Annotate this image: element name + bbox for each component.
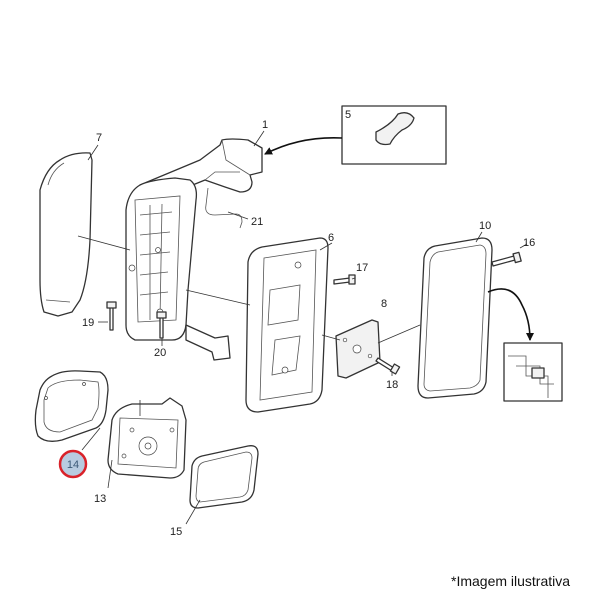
part-10-mirror-glass (417, 237, 493, 399)
lower-arm (185, 324, 231, 361)
part-15-small-mirror-glass (189, 445, 259, 509)
screw-20 (156, 311, 167, 339)
callout-15: 15 (170, 526, 182, 538)
callout-1: 1 (262, 119, 268, 131)
detail-box-5 (341, 105, 447, 165)
part-6-backing-plate (245, 237, 329, 413)
highlight-ring (58, 449, 88, 479)
screw-18 (375, 357, 401, 375)
detail-box-connector (503, 342, 563, 402)
callout-8: 8 (381, 298, 387, 310)
callout-6: 6 (328, 232, 334, 244)
part-8-motor-plate (335, 319, 381, 379)
callout-13: 13 (94, 493, 106, 505)
leader-lines (77, 130, 528, 525)
arrow-detail-5-to-arm (264, 137, 343, 155)
part-21-cable (205, 187, 243, 229)
screw-17 (333, 274, 356, 285)
callout-19: 19 (82, 317, 94, 329)
callout-16: 16 (523, 237, 535, 249)
callout-18: 18 (386, 379, 398, 391)
arrow-connector-detail (487, 288, 534, 341)
callout-17: 17 (356, 262, 368, 274)
callout-10: 10 (479, 220, 491, 232)
callout-21: 21 (251, 216, 263, 228)
callout-7: 7 (96, 132, 102, 144)
part-7-housing-cover (39, 152, 93, 317)
screw-19 (106, 301, 117, 331)
illustrative-image-caption: *Imagem ilustrativa (451, 573, 571, 589)
callout-14: 14 (67, 459, 79, 471)
part-14-back-cover (34, 370, 109, 442)
screw-16 (491, 251, 522, 267)
main-bracket-frame (125, 177, 198, 341)
part-13-inner-housing (107, 397, 187, 479)
callout-14-highlight: 14 (58, 449, 88, 479)
callout-5: 5 (345, 109, 351, 121)
callout-20: 20 (154, 347, 166, 359)
